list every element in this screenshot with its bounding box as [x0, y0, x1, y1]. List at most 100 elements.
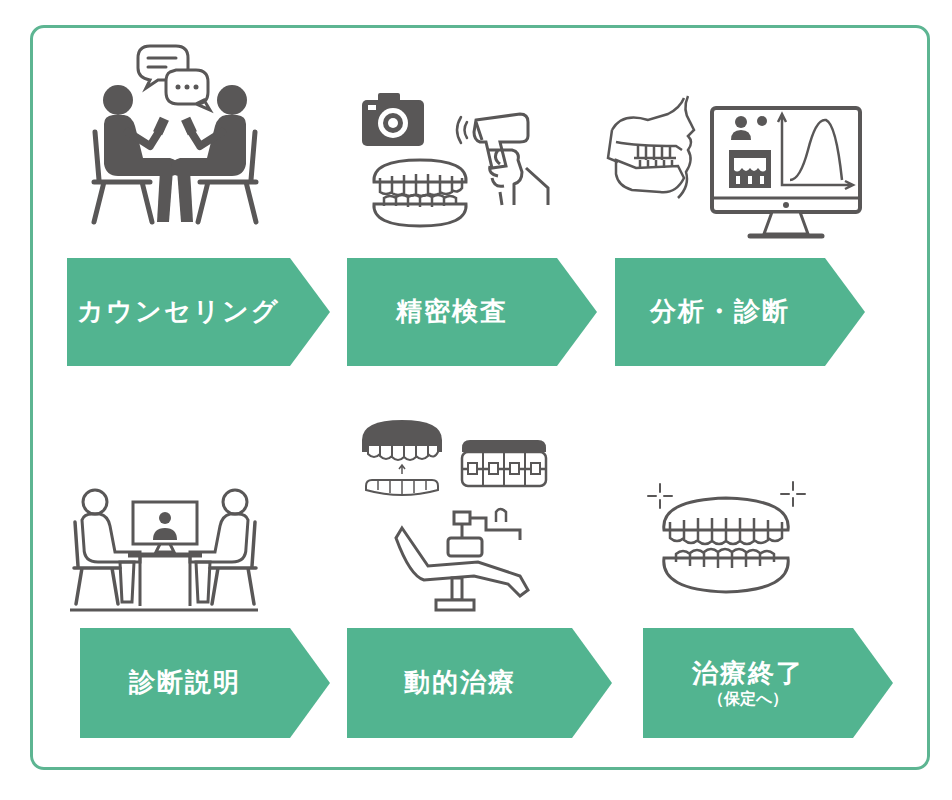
- explanation-illustration-part: [70, 609, 258, 612]
- treatment-illustration-part: [368, 446, 438, 460]
- explanation-illustration-part: [156, 544, 174, 552]
- analysis-illustration-part: [616, 160, 684, 192]
- step-arrow-box: カウンセリング: [67, 258, 330, 366]
- analysis-illustration-part: [640, 160, 672, 168]
- treatment-illustration-part: [378, 480, 426, 494]
- analysis-illustration-part: [608, 130, 618, 162]
- counseling-illustration-part: [176, 85, 181, 90]
- analysis-illustration-part: [783, 202, 789, 208]
- analysis-illustration-part: [750, 234, 822, 239]
- analysis-illustration-part: [634, 146, 676, 160]
- examination-illustration-part: [380, 174, 462, 196]
- counseling-illustration-part: [185, 85, 190, 90]
- arrow-fill: [67, 258, 330, 366]
- step-label-group: 治療終了（保定へ）: [643, 628, 853, 738]
- analysis-illustration-part: [778, 114, 853, 189]
- analysis-illustration-part: [712, 197, 860, 200]
- arrow-fill: [347, 258, 597, 366]
- step-label: 治療終了: [692, 658, 804, 689]
- examination-illustration-part: [374, 204, 466, 226]
- treatment-illustration-part: [468, 463, 477, 474]
- examination-illustration-part: [362, 100, 424, 146]
- analysis-illustration-part: [616, 142, 682, 150]
- analysis-illustration-part: [612, 98, 684, 130]
- step-label-group: カウンセリング: [67, 258, 290, 366]
- arrow-fill: [347, 628, 612, 738]
- treatment-illustration-part: [462, 440, 546, 452]
- step-arrow-box: 精密検査: [347, 258, 597, 366]
- explanation-illustration-part: [140, 555, 190, 606]
- step-label: 分析・診断: [650, 296, 790, 327]
- explanation-illustration-part: [159, 512, 171, 524]
- step-arrow-box: 動的治療: [347, 628, 612, 738]
- examination-illustration-part: [378, 93, 400, 103]
- arrow-fill: [615, 258, 865, 366]
- explanation-illustration-part: [153, 528, 177, 540]
- step-arrow-box: 診断説明: [80, 628, 330, 738]
- examination-illustration: [362, 93, 548, 226]
- examination-illustration-part: [388, 118, 398, 128]
- step-label: 診断説明: [129, 667, 241, 698]
- analysis-illustration-part: [731, 130, 751, 140]
- treatment-illustration-part: [399, 465, 405, 474]
- arrow-fill: [643, 628, 893, 738]
- counseling-illustration-part: [166, 70, 210, 110]
- treatment-illustration-part: [531, 463, 540, 474]
- examination-illustration-part: [384, 195, 456, 207]
- step-arrow-box: 治療終了（保定へ）: [643, 628, 893, 738]
- analysis-illustration-part: [790, 120, 842, 180]
- analysis-illustration-part: [734, 158, 766, 172]
- analysis-illustration-part: [678, 96, 694, 198]
- completion-illustration: [648, 482, 805, 592]
- treatment-illustration: [362, 420, 546, 610]
- treatment-illustration-part: [436, 600, 474, 610]
- examination-illustration-part: [378, 108, 408, 138]
- arrow-fill: [80, 628, 330, 738]
- treatment-illustration-part: [489, 463, 498, 474]
- analysis-illustration-part: [712, 108, 860, 212]
- step-label: カウンセリング: [77, 296, 280, 327]
- step-label-group: 動的治療: [347, 628, 572, 738]
- treatment-illustration-part: [462, 452, 546, 486]
- counseling-illustration: [94, 46, 256, 222]
- completion-illustration-part: [648, 484, 672, 508]
- treatment-illustration-part: [366, 480, 438, 495]
- step-label-group: 分析・診断: [615, 258, 825, 366]
- examination-illustration-part: [457, 117, 467, 143]
- examination-illustration-part: [474, 114, 528, 168]
- completion-illustration-part: [676, 549, 774, 568]
- counseling-illustration-part: [94, 85, 179, 222]
- examination-illustration-part: [476, 122, 482, 140]
- treatment-illustration-part: [448, 538, 482, 556]
- step-arrow-box: 分析・診断: [615, 258, 865, 366]
- explanation-illustration-part: [190, 490, 256, 604]
- step-sublabel: （保定へ）: [708, 689, 788, 708]
- completion-illustration-part: [664, 558, 788, 592]
- analysis-illustration-part: [764, 212, 808, 234]
- treatment-illustration-part: [510, 463, 519, 474]
- examination-illustration-part: [526, 168, 548, 205]
- completion-illustration-part: [781, 482, 805, 506]
- explanation-illustration-part: [74, 490, 140, 604]
- counseling-illustration-part: [171, 85, 256, 222]
- step-label-group: 精密検査: [347, 258, 557, 366]
- treatment-illustration-part: [452, 578, 462, 600]
- treatment-illustration-part: [496, 509, 506, 522]
- analysis-illustration: [608, 96, 860, 236]
- step-label: 動的治療: [404, 667, 516, 698]
- analysis-illustration-part: [757, 116, 767, 126]
- step-label: 精密検査: [396, 296, 508, 327]
- analysis-illustration-part: [735, 116, 747, 128]
- completion-illustration-part: [670, 518, 782, 544]
- examination-illustration-part: [383, 113, 403, 133]
- treatment-illustration-part: [454, 512, 470, 524]
- examination-illustration-part: [488, 150, 522, 205]
- analysis-illustration-part: [729, 150, 771, 188]
- counseling-illustration-part: [148, 58, 176, 67]
- step-label-group: 診断説明: [80, 628, 290, 738]
- analysis-illustration-part: [738, 176, 762, 184]
- examination-illustration-part: [368, 105, 376, 110]
- explanation-illustration-part: [133, 502, 197, 544]
- counseling-illustration-part: [194, 85, 199, 90]
- explanation-illustration: [70, 490, 258, 610]
